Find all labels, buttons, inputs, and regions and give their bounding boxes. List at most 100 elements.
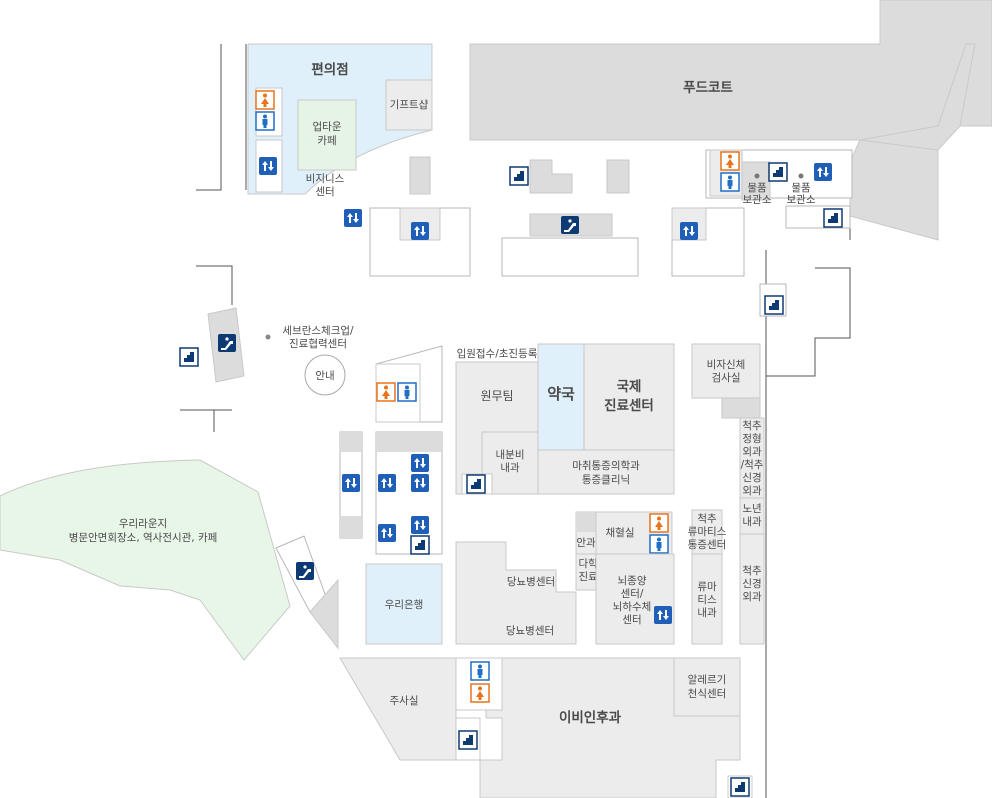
body-screening-label-2: 검사실 [712, 372, 741, 384]
women-restroom-icon [470, 683, 490, 703]
elevator-icon [344, 209, 362, 227]
anesthesia-label-2: 통증클리닉 [582, 474, 630, 486]
storage-a-label-2: 보관소 [743, 194, 772, 206]
gift-shop[interactable] [385, 79, 433, 131]
food-court-label: 푸드코트 [683, 80, 733, 96]
women-restroom-icon [649, 513, 669, 533]
elevator-icon [411, 222, 429, 240]
svg-text:척추: 척추 [742, 565, 762, 577]
stairs-icon [410, 535, 430, 555]
severance-checkup-label-1: 세브란스체크업/ [282, 324, 354, 337]
brain-tumor-label-4: 센터 [622, 614, 641, 626]
elevator-icon [378, 474, 396, 492]
elevator-icon [411, 454, 429, 472]
elevator-icon [654, 606, 672, 624]
lounge-label-1: 우리라운지 [119, 518, 167, 530]
stairs-icon [823, 208, 843, 228]
rheum-pain-center-room[interactable] [691, 509, 723, 555]
convenience-store-label: 편의점 [311, 61, 348, 78]
rheum-pain-label-2: 류마티스 [688, 526, 727, 538]
elevator-icon [411, 474, 429, 492]
women-restroom-icon [376, 382, 396, 402]
woori-bank[interactable] [365, 563, 443, 645]
stairs-icon [764, 295, 784, 315]
allergy-center-room[interactable] [673, 657, 741, 717]
svg-text:티스: 티스 [697, 594, 717, 606]
stairs-icon [768, 162, 788, 182]
diabetes-center-room[interactable] [455, 541, 577, 645]
elevator-icon [814, 163, 832, 181]
brain-tumor-room[interactable] [595, 553, 675, 645]
svg-text:내과: 내과 [742, 516, 762, 528]
men-restroom-icon [397, 382, 417, 402]
elevator-icon [342, 474, 360, 492]
gift-shop-label: 기프트샵 [390, 99, 429, 111]
pharmacy-label: 약국 [547, 385, 575, 403]
escalator-icon [218, 334, 236, 352]
allergy-label-1: 알레르기 [688, 674, 727, 686]
blood-draw-label: 채혈실 [606, 526, 635, 539]
escalator-icon [561, 216, 579, 234]
stairs-icon [509, 166, 529, 186]
svg-text:외과: 외과 [742, 591, 762, 603]
uptown-cafe[interactable] [297, 99, 357, 171]
stairs-icon [466, 474, 486, 494]
lounge-area[interactable] [0, 459, 291, 661]
brain-tumor-label-3: 뇌하수체 [613, 600, 652, 613]
international-label-2: 진료센터 [604, 397, 654, 414]
geriatrics-room[interactable] [739, 497, 765, 535]
stairs-icon [458, 730, 478, 750]
ent-label: 이비인후과 [559, 709, 622, 726]
brain-tumor-label-2: 센터/ [621, 588, 644, 600]
info-label[interactable]: 안내 [315, 370, 334, 382]
food-court-area [469, 0, 992, 241]
escalator-icon [296, 562, 314, 580]
injection-room[interactable] [339, 657, 457, 761]
injection-room-label: 주사실 [390, 695, 419, 707]
woori-bank-label: 우리은행 [385, 599, 424, 611]
admin-team-label: 원무팀 [480, 389, 513, 403]
men-restroom-icon [255, 111, 275, 131]
elevator-icon [680, 222, 698, 240]
business-center-label-2: 센터 [315, 186, 334, 198]
svg-text:외과: 외과 [742, 485, 762, 497]
svg-text:류마: 류마 [697, 581, 717, 593]
spine-neuro-room[interactable] [739, 533, 765, 645]
storage-a-label-1: 물품 [747, 182, 767, 194]
stairs-icon [730, 777, 750, 797]
stairs-icon [179, 347, 199, 367]
svg-text:외과: 외과 [742, 446, 762, 458]
elevator-icon [378, 524, 396, 542]
body-screening-room[interactable] [691, 343, 761, 399]
women-restroom-icon [255, 90, 275, 110]
elevator-icon [411, 516, 429, 534]
storage-b-label-1: 물품 [791, 182, 811, 194]
international-label-1: 국제 [617, 379, 642, 395]
anesthesia-room[interactable] [537, 449, 675, 495]
pharmacy-room[interactable] [537, 343, 585, 451]
men-restroom-icon [649, 534, 669, 554]
svg-text:/척추: /척추 [741, 459, 764, 471]
svg-text:척추: 척추 [742, 420, 762, 432]
svg-text:노년: 노년 [742, 503, 761, 515]
lounge-label-2: 병문안면회장소, 역사전시관, 카페 [69, 532, 218, 544]
body-screening-label-1: 비자신체 [707, 359, 746, 371]
diabetes-center-label-b: 당뇨병센터 [506, 625, 554, 637]
ophthalmology-label: 안과 [576, 537, 596, 549]
men-restroom-icon [720, 172, 740, 192]
storage-b-label-2: 보관소 [787, 194, 816, 206]
business-center-label-1: 비지니스 [306, 173, 345, 185]
svg-text:내과: 내과 [697, 607, 717, 619]
uptown-cafe-label-1: 업타운 [313, 120, 342, 133]
svg-text:신경: 신경 [742, 471, 761, 484]
men-restroom-icon [470, 661, 490, 681]
women-restroom-icon [720, 151, 740, 171]
diabetes-center-label-a: 당뇨병센터 [507, 576, 555, 588]
endocrine-label-1: 내분비 [496, 449, 525, 461]
brain-tumor-label-1: 뇌종양 [618, 575, 647, 587]
admission-label: 입원접수/초진등록 [457, 347, 538, 360]
rheumatology-room[interactable] [691, 553, 723, 645]
uptown-cafe-label-2: 카페 [317, 135, 336, 147]
international-center-room[interactable] [583, 343, 675, 451]
